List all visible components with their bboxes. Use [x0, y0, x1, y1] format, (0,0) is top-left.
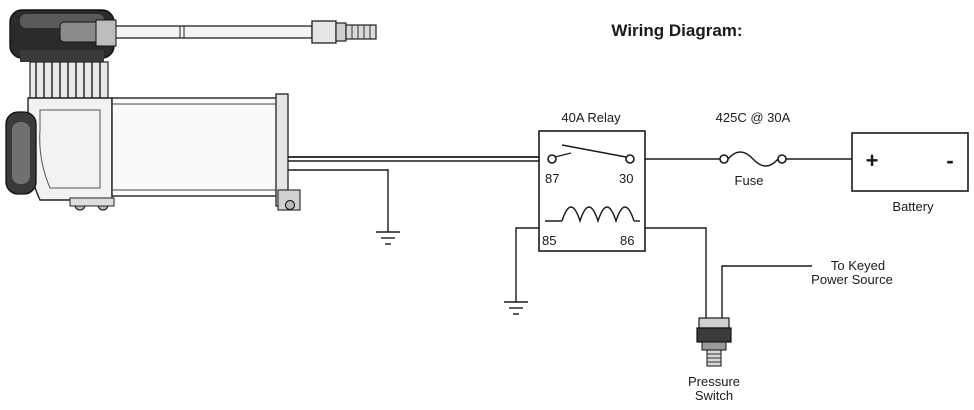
relay: 40A Relay 87 30 85 86: [538, 110, 646, 252]
battery-negative: -: [946, 148, 953, 173]
relay-label: 40A Relay: [561, 110, 621, 125]
fuse-label: Fuse: [735, 173, 764, 188]
relay-pin-30: 30: [619, 171, 633, 186]
battery: + - Battery: [851, 132, 969, 214]
pressure-switch-icon: [696, 317, 732, 367]
ground-symbol: [504, 301, 528, 315]
pressure-switch-line-2: Switch: [695, 388, 733, 403]
air-hose: [111, 20, 377, 44]
relay-pin-87: 87: [545, 171, 559, 186]
battery-label: Battery: [892, 199, 934, 214]
keyed-source-line-1: To Keyed: [831, 258, 885, 273]
relay-contact-87: [547, 154, 557, 164]
relay-contact-30: [625, 154, 635, 164]
relay-coil: [561, 206, 635, 224]
compressor-housing: [5, 97, 115, 211]
pressure-switch-line-1: Pressure: [688, 374, 740, 389]
wiring: [288, 156, 852, 318]
battery-positive: +: [866, 148, 879, 173]
fuse-terminal-left: [719, 154, 729, 164]
pressure-switch: Pressure Switch: [688, 317, 740, 403]
fuse-element: [727, 151, 779, 167]
compressor-ground-wire: [288, 169, 389, 232]
relay-85-ground-wire: [515, 227, 544, 302]
diagram-title: Wiring Diagram:: [611, 21, 742, 40]
relay-pin-86: 86: [620, 233, 634, 248]
relay-pin-85: 85: [542, 233, 556, 248]
fuse-terminal-right: [777, 154, 787, 164]
ground-symbol: [376, 231, 400, 245]
keyed-source-line-2: Power Source: [811, 272, 893, 287]
keyed-power-wire: [721, 265, 812, 318]
compressor-motor: [111, 93, 301, 211]
relay-switch-arm: [561, 144, 627, 158]
fuse: 425C @ 30A Fuse: [716, 110, 791, 188]
keyed-power-source: To Keyed Power Source: [811, 258, 893, 287]
battery-box: [851, 132, 969, 192]
fuse-rating: 425C @ 30A: [716, 110, 791, 125]
air-compressor-illustration: [5, 9, 377, 211]
relay-86-switch-wire: [634, 227, 707, 318]
compressor-head: [9, 9, 117, 62]
cooling-fins: [29, 61, 109, 99]
